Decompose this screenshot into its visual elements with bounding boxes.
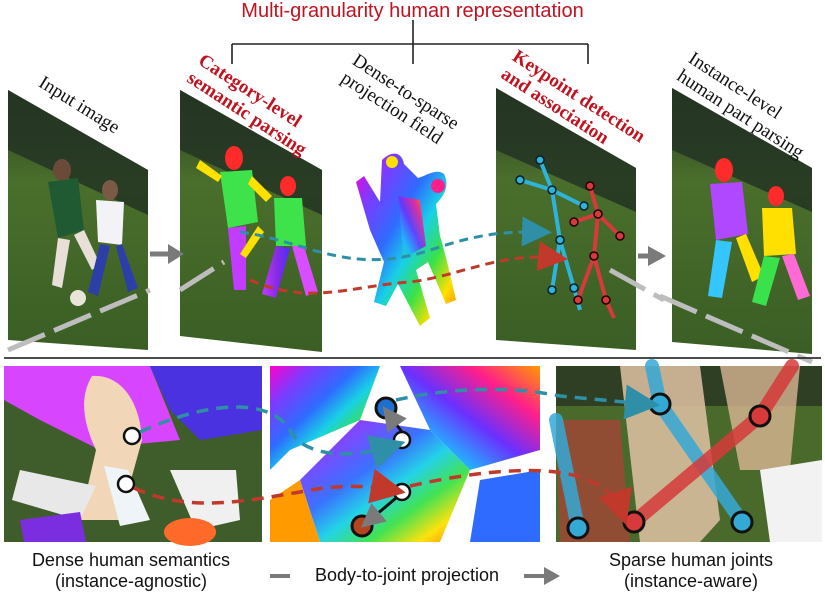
body-to-joint-caption: Body-to-joint projection — [314, 565, 500, 585]
projection-field-panel — [356, 153, 456, 326]
instance-parsing-panel — [672, 88, 812, 354]
dashed-arrow-icon — [409, 468, 632, 526]
dashed-arrow-icon — [239, 216, 552, 262]
projection-zoom-panel — [270, 366, 540, 542]
arrow-right-icon — [150, 244, 666, 266]
dashed-arrow-icon — [133, 468, 406, 505]
input-image-panel — [8, 90, 148, 350]
header-bracket — [231, 20, 589, 64]
keypoint-panel — [496, 88, 636, 350]
sparse-joints-caption: Sparse human joints (instance-aware) — [608, 550, 774, 591]
dashed-arrow-icon — [395, 384, 660, 420]
dashed-arrow-icon — [139, 405, 406, 469]
header-title: Multi-granularity human representation — [241, 0, 584, 22]
sparse-joints-panel — [549, 359, 822, 542]
dense-semantics-panel — [4, 366, 262, 546]
semantic-parsing-panel — [180, 90, 322, 352]
header-title-wrap: Multi-granularity human representation — [0, 0, 825, 23]
arrow-right-icon — [270, 567, 560, 585]
dashed-arrow-icon — [249, 241, 568, 295]
perspective-lines — [7, 259, 813, 365]
dense-semantics-caption: Dense human semantics (instance-agnostic… — [31, 550, 231, 591]
